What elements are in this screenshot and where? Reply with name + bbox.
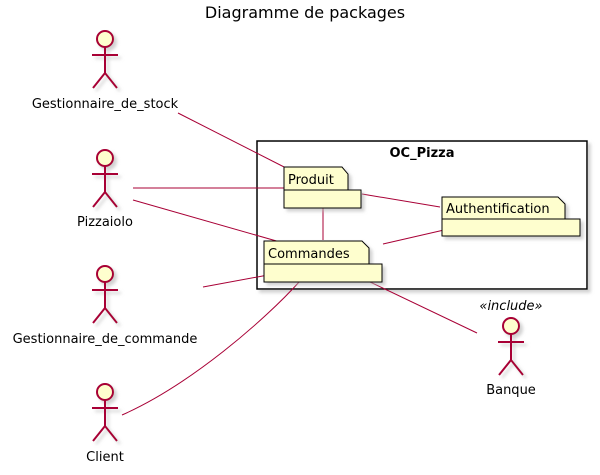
diagram-title: Diagramme de packages [205, 3, 405, 22]
actor-pizzaiolo-icon [92, 149, 118, 208]
link-commandes-auth [382, 229, 445, 245]
package-commandes[interactable] [263, 240, 383, 283]
actor-client-icon [92, 383, 118, 442]
link-produit-auth [361, 193, 441, 208]
link-pizzaiolo-commandes [132, 199, 281, 243]
connections [121, 112, 478, 416]
container-label: OC_Pizza [390, 146, 455, 161]
actor-gestionnaire-commande-label: Gestionnaire_de_commande [13, 332, 198, 347]
link-gestcmd-commandes [202, 274, 269, 288]
actor-pizzaiolo-label: Pizzaiolo [77, 215, 133, 230]
actor-gestionnaire-stock-label: Gestionnaire_de_stock [32, 97, 179, 112]
actor-banque-icon [498, 317, 524, 376]
package-produit[interactable] [283, 166, 362, 209]
package-authentification-label: Authentification [446, 202, 550, 217]
actor-gestionnaire-stock-icon [92, 30, 118, 89]
actor-gestionnaire-commande-icon [92, 265, 118, 324]
actor-banque-label: Banque [486, 383, 536, 398]
package-authentification[interactable] [441, 196, 581, 237]
link-client-commandes [121, 280, 301, 416]
package-commandes-label: Commandes [268, 247, 350, 262]
link-stock-produit [177, 112, 291, 171]
link-commandes-banque [367, 280, 478, 334]
actor-client-label: Client [86, 450, 124, 465]
package-produit-label: Produit [288, 173, 334, 188]
actor-banque-stereotype: «include» [479, 299, 542, 314]
